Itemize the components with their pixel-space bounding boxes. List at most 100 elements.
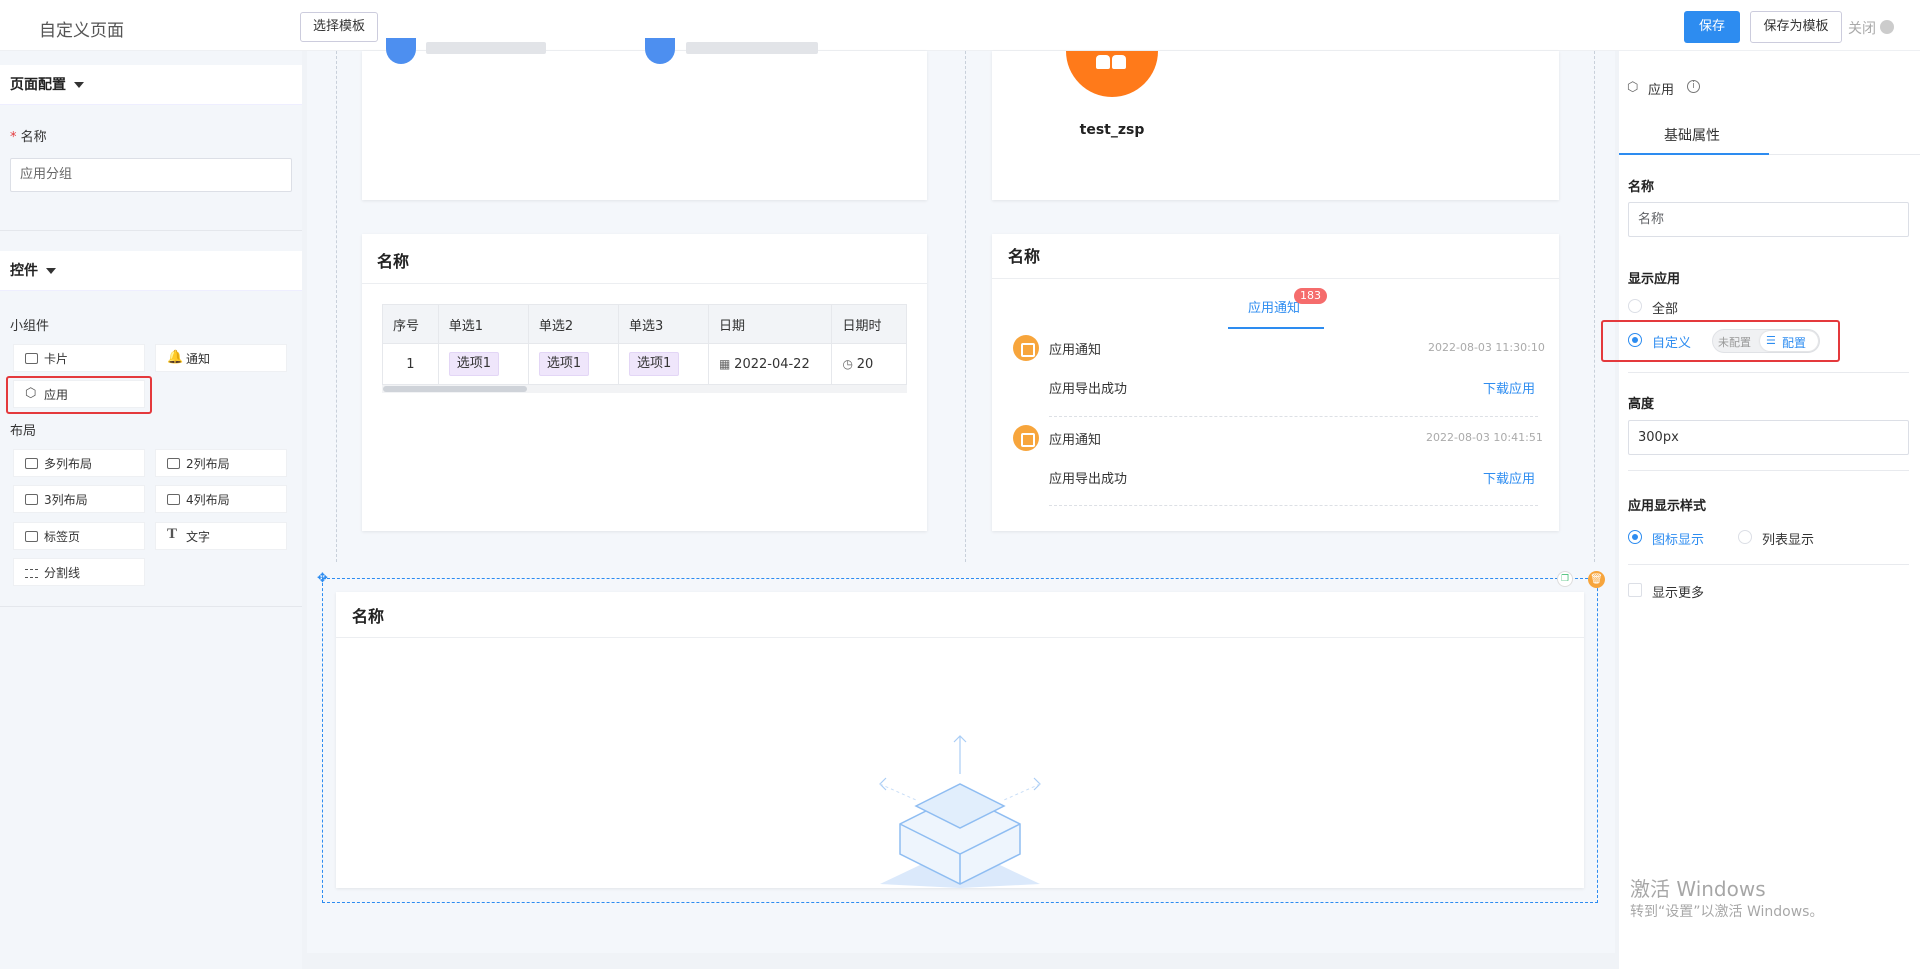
prop-name-input[interactable]: 名称 [1628, 202, 1909, 237]
empty-box-illustration [879, 735, 1041, 888]
app-name-clipped [686, 42, 818, 54]
col-header[interactable]: 日期 [708, 304, 833, 344]
datetime-value: 20 [856, 356, 874, 372]
page-title: 自定义页面 [39, 21, 124, 41]
section-divider [1628, 564, 1909, 565]
widget-card[interactable]: 卡片 [13, 344, 145, 372]
required-mark: * [10, 130, 21, 145]
save-button[interactable]: 保存 [1684, 11, 1740, 43]
section-divider [1628, 372, 1909, 373]
name-label-text: 名称 [20, 130, 47, 145]
radio-list-display-label[interactable]: 列表显示 [1762, 533, 1815, 548]
guide-line [1594, 51, 1595, 562]
controls-header[interactable]: 控件 [0, 251, 302, 291]
windows-watermark-subtitle: 转到“设置”以激活 Windows。 [1630, 904, 1824, 920]
layout-label: 布局 [10, 424, 37, 439]
card-divider [336, 637, 1584, 638]
layout-two-column[interactable]: 2列布局 [155, 449, 287, 477]
download-app-link[interactable]: 下载应用 [1483, 382, 1536, 397]
card-divider [992, 278, 1559, 279]
layout-three-column[interactable]: 3列布局 [13, 485, 145, 513]
close-toggle[interactable] [1880, 20, 1894, 34]
table-card-title: 名称 [377, 252, 410, 271]
app-list-card [362, 51, 927, 200]
col-header[interactable]: 日期时 [831, 304, 907, 344]
guide-line [965, 51, 966, 562]
table-scrollbar-thumb[interactable] [383, 386, 527, 392]
page-config-header[interactable]: 页面配置 [0, 65, 302, 105]
app-name[interactable]: test_zsp [1079, 122, 1145, 138]
controls-body [0, 291, 302, 606]
layout-item-label: 多列布局 [44, 457, 93, 471]
layout-item-label: 4列布局 [186, 493, 230, 507]
cell-date: ▦ 2022-04-22 [708, 343, 833, 385]
page-config-title: 页面配置 [10, 77, 66, 93]
choose-template-button[interactable]: 选择模板 [300, 12, 379, 42]
prop-name-label: 名称 [1628, 180, 1655, 195]
radio-icon-display[interactable] [1628, 530, 1642, 544]
configure-label: 配置 [1782, 336, 1807, 350]
tab-app-notice[interactable]: 应用通知 [1248, 301, 1301, 316]
save-as-template-button[interactable]: 保存为模板 [1750, 11, 1842, 43]
cell-radio2: 选项1 [527, 343, 619, 385]
cell-index: 1 [382, 343, 439, 385]
col-header[interactable]: 单选1 [437, 304, 529, 344]
group-name-input[interactable]: 应用分组 [10, 158, 292, 192]
notice-separator [1049, 416, 1538, 417]
table-header-row: 序号 单选1 单选2 单选3 日期 日期时 [382, 304, 907, 344]
info-icon[interactable]: i [1687, 80, 1700, 93]
controls-title: 控件 [10, 263, 38, 279]
bell-icon: 🔔 [167, 350, 184, 365]
move-handle-icon[interactable]: ✥ [317, 571, 328, 586]
configure-button[interactable] [1760, 331, 1818, 351]
copy-icon[interactable]: ❐ [1557, 571, 1573, 587]
layout-divider[interactable]: 分割线 [13, 558, 145, 586]
show-more-checkbox[interactable] [1628, 583, 1642, 597]
widget-label: 应用 [44, 388, 69, 402]
table-row[interactable]: 1 选项1 选项1 选项1 ▦ 2022-04-22 ◷ 20 [382, 343, 907, 385]
widget-app[interactable]: ⬡应用 [13, 380, 145, 408]
app-icon[interactable] [645, 38, 675, 64]
layout-four-column[interactable]: 4列布局 [155, 485, 287, 513]
multi-column-icon [25, 458, 38, 469]
col-header[interactable]: 单选3 [617, 304, 710, 344]
highlight-box-custom-option [1601, 320, 1840, 362]
selected-component-outline[interactable] [322, 578, 1598, 903]
small-widgets-label: 小组件 [10, 319, 50, 334]
download-app-link[interactable]: 下载应用 [1483, 472, 1536, 487]
radio-all[interactable] [1628, 299, 1642, 313]
height-label: 高度 [1628, 397, 1655, 412]
layout-tab-page[interactable]: 标签页 [13, 522, 145, 550]
notice-message: 应用导出成功 [1049, 382, 1128, 397]
app-component-title: 名称 [352, 607, 385, 626]
radio-all-label[interactable]: 全部 [1652, 302, 1679, 317]
radio-custom[interactable] [1628, 333, 1642, 347]
widget-notice[interactable]: 🔔通知 [155, 344, 287, 372]
notice-title: 应用通知 [1049, 433, 1102, 448]
height-input[interactable]: 300px [1628, 420, 1909, 455]
tab-basic-properties[interactable]: 基础属性 [1664, 128, 1720, 144]
app-icon[interactable] [386, 38, 416, 64]
four-column-icon [167, 494, 180, 505]
windows-watermark-title: 激活 Windows [1630, 877, 1766, 901]
col-header[interactable]: 序号 [382, 304, 439, 344]
notice-app-icon [1013, 335, 1039, 361]
radio-icon-display-label[interactable]: 图标显示 [1652, 533, 1705, 548]
radio-custom-label[interactable]: 自定义 [1652, 336, 1692, 351]
display-app-label: 显示应用 [1628, 272, 1681, 287]
section-divider [1628, 470, 1909, 471]
layout-multi-column[interactable]: 多列布局 [13, 449, 145, 477]
notice-separator [1049, 505, 1538, 506]
radio-list-display[interactable] [1738, 530, 1752, 544]
data-table-wrap: 序号 单选1 单选2 单选3 日期 日期时 1 选项1 选项1 选项1 ▦ 20… [382, 304, 907, 395]
widget-label: 通知 [186, 352, 211, 366]
col-header[interactable]: 单选2 [527, 304, 619, 344]
delete-icon[interactable]: 🗑 [1588, 571, 1605, 588]
layout-item-label: 标签页 [44, 530, 81, 544]
page-config-section: 页面配置 * 名称 [0, 65, 302, 231]
cell-radio3: 选项1 [617, 343, 710, 385]
table-scrollbar-track[interactable] [382, 385, 907, 393]
tab-active-bar [1228, 327, 1324, 329]
show-more-label[interactable]: 显示更多 [1652, 586, 1705, 601]
